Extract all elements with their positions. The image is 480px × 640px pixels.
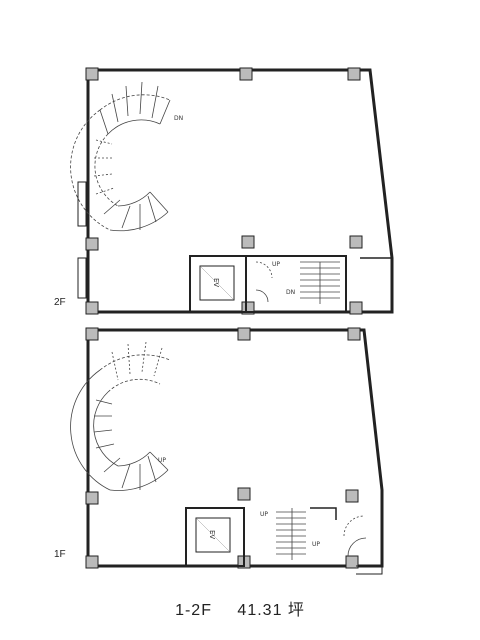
caption-area: 41.31 坪 bbox=[237, 602, 305, 619]
balcony-wall-2f bbox=[360, 257, 393, 312]
columns-1f bbox=[85, 327, 361, 569]
elevator-label-1f: EV bbox=[208, 530, 216, 539]
core-wall-1f bbox=[185, 507, 245, 567]
core-stair-2f bbox=[300, 261, 340, 304]
core-up-label-2f: UP bbox=[272, 261, 280, 268]
caption-floors: 1-2F bbox=[175, 602, 212, 619]
stair-direction-label-2f: DN bbox=[174, 115, 183, 122]
core-stair-1f bbox=[276, 508, 306, 560]
core-up-label-1f-b: UP bbox=[312, 541, 320, 548]
stair-core-2f bbox=[245, 255, 347, 313]
core-dn-label-2f: DN bbox=[286, 289, 295, 296]
entrance-wall-1f bbox=[310, 507, 337, 520]
elevator-2f bbox=[199, 265, 235, 301]
columns-2f bbox=[85, 67, 363, 315]
plan-caption: 1-2F 41.31 坪 bbox=[0, 596, 480, 620]
floor-plan-1f: UP EV UP UP bbox=[70, 327, 384, 575]
exterior-wall-1f bbox=[86, 328, 384, 568]
floor-plan-2f: DN EV UP DN bbox=[70, 67, 394, 315]
floor-label-2f: 2F bbox=[54, 297, 66, 308]
entrance-step-1f bbox=[356, 565, 383, 575]
stair-direction-label-1f: UP bbox=[158, 457, 166, 464]
elevator-1f bbox=[195, 517, 231, 553]
window-2f-lower bbox=[77, 257, 87, 299]
elevator-label-2f: EV bbox=[212, 278, 220, 287]
spiral-stair-2f bbox=[70, 81, 171, 232]
core-up-label-1f: UP bbox=[260, 511, 268, 518]
floor-label-1f: 1F bbox=[54, 549, 66, 560]
window-2f bbox=[77, 181, 87, 227]
spiral-stair-1f bbox=[70, 341, 171, 491]
